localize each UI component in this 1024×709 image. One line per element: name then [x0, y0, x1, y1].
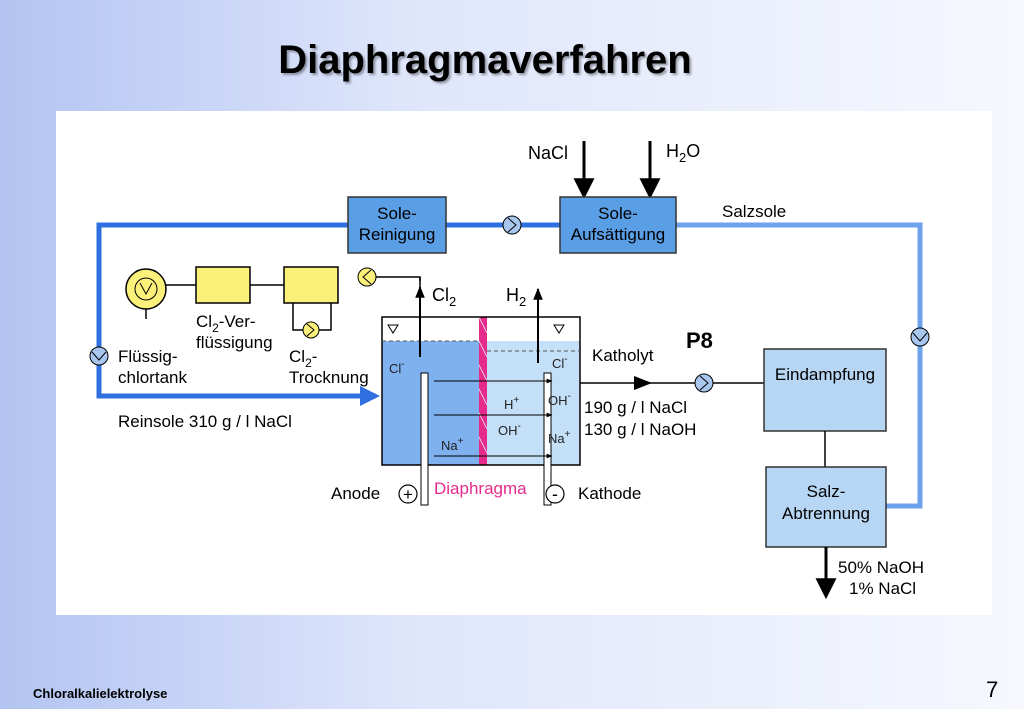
- nacl-feed-label: NaCl: [528, 143, 568, 163]
- svg-text:Eindampfung: Eindampfung: [775, 365, 875, 384]
- anode-plus-symbol: [398, 484, 418, 504]
- reinsole-pipe: [96, 222, 380, 406]
- ion-cl-left: Cl-: [389, 359, 405, 376]
- sole-reinigung-box: Sole- Reinigung: [347, 196, 447, 254]
- pump-icon: [502, 215, 522, 235]
- ion-h: H+: [504, 395, 519, 412]
- reinsole-label: Reinsole 310 g / l NaCl: [118, 412, 292, 431]
- electrolysis-cell: [381, 316, 581, 466]
- cl2-verfluessigung-label: flüssigung: [196, 333, 273, 352]
- svg-text:Reinigung: Reinigung: [359, 225, 436, 244]
- cl2-trocknung-box: [283, 266, 339, 304]
- cl2-verfluessigung-box: [195, 266, 251, 304]
- process-diagram: NaCl H2O Sole- Reinigung Sole- Aufsättig…: [89, 141, 930, 600]
- ion-na-right: Na+: [548, 429, 571, 446]
- salzsole-label: Salzsole: [722, 202, 786, 221]
- pump-icon: [910, 327, 930, 347]
- ion-cl-right: Cl-: [552, 354, 568, 371]
- cl2-gas-label: Cl2: [432, 285, 456, 309]
- kathode-label: Kathode: [578, 484, 641, 503]
- p8-label: P8: [686, 328, 713, 353]
- product-naoh-label: 50% NaOH: [838, 558, 924, 577]
- ion-oh-right: OH-: [548, 391, 571, 408]
- footer-label: Chloralkalielektrolyse: [33, 686, 168, 701]
- kathode-minus-symbol: [545, 484, 565, 504]
- pump-icon: [694, 373, 714, 393]
- sole-aufsaettigung-box: Sole- Aufsättigung: [559, 196, 677, 254]
- fluessigchlortank-label: Flüssig-: [118, 347, 178, 366]
- drying-recirc-line: [292, 303, 304, 331]
- kathode-minus-sign: -: [552, 484, 558, 504]
- salzsole-return-pipe: [676, 222, 923, 509]
- page-number: 7: [986, 677, 999, 702]
- eindampfung-box: Eindampfung: [763, 348, 887, 432]
- cl2-trocknung-label: Cl2-: [289, 347, 317, 370]
- svg-text:Abtrennung: Abtrennung: [782, 504, 870, 523]
- svg-text:Aufsättigung: Aufsättigung: [571, 225, 666, 244]
- salz-abtrennung-box: Salz- Abtrennung: [765, 466, 887, 548]
- pump-icon: [89, 346, 109, 366]
- h2o-feed-label: H2O: [666, 141, 700, 165]
- anode-plus-sign: +: [403, 485, 413, 504]
- svg-text:Sole-: Sole-: [377, 204, 417, 223]
- anode-electrode: [420, 372, 429, 506]
- drying-recirc-line: [318, 303, 332, 331]
- cl2-verfluessigung-label: Cl2-Ver-: [196, 312, 256, 335]
- pump-icon: [302, 321, 320, 339]
- katholyt-flow-arrow: [634, 376, 652, 390]
- ion-oh: OH-: [498, 421, 521, 438]
- katholyt-label: Katholyt: [592, 346, 654, 365]
- svg-text:Salz-: Salz-: [807, 482, 846, 501]
- pump-icon: [357, 267, 377, 287]
- svg-text:Sole-: Sole-: [598, 204, 638, 223]
- katholyt-naoh-label: 130 g / l NaOH: [584, 420, 696, 439]
- katholyt-nacl-label: 190 g / l NaCl: [584, 398, 687, 417]
- product-nacl-label: 1% NaCl: [849, 579, 916, 598]
- diagram-panel: NaCl H2O Sole- Reinigung Sole- Aufsättig…: [56, 111, 992, 615]
- fluessigchlortank-label: chlortank: [118, 368, 187, 387]
- slide-title: Diaphragmaverfahren: [278, 38, 692, 82]
- ion-na-left: Na+: [441, 436, 464, 453]
- fluessigchlortank-icon: [125, 268, 167, 319]
- h2-gas-label: H2: [506, 285, 526, 309]
- anode-label: Anode: [331, 484, 380, 503]
- cathode-electrode: [543, 372, 552, 506]
- diaphragma-label: Diaphragma: [434, 479, 527, 498]
- cl2-trocknung-label: Trocknung: [289, 368, 369, 387]
